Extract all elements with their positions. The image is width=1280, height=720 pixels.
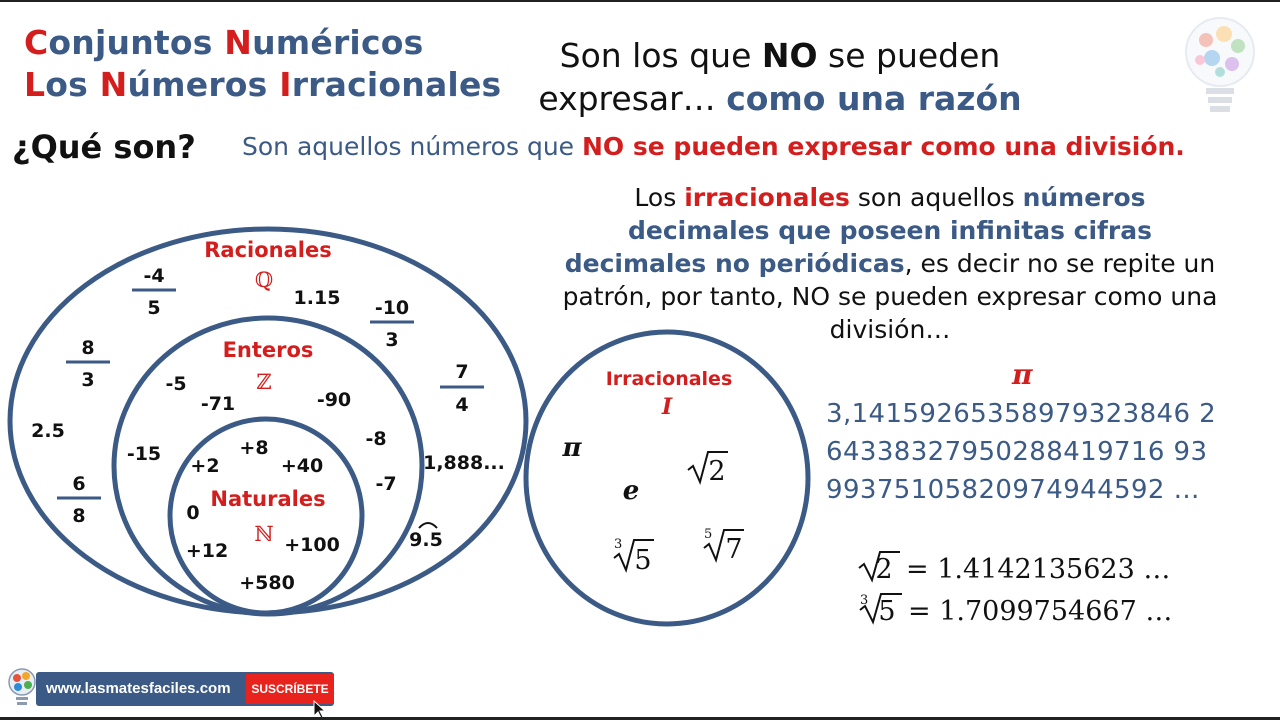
fraction-neg4-5: -4 5 [132,265,176,319]
fraction-neg10-3: -10 3 [370,297,414,351]
irracionales-label: Irracionales [606,368,733,390]
fraction-numerator: 6 [72,473,85,495]
radical-sign [613,539,654,574]
radicand: 2 [708,456,725,487]
top-border [0,0,1280,2]
enteros-symbol: ℤ [256,370,271,394]
subscribe-button[interactable]: SUSCRÍBETE [246,674,334,704]
sqrt-2-expression: 2 [687,451,728,487]
integer-value: -15 [127,443,161,465]
fraction-denominator: 5 [147,297,160,319]
radicand: 5 [634,545,651,576]
repeating-arc [418,522,438,529]
cbrt-5-expression: 3 5 [613,537,654,576]
radical-sign [687,451,728,486]
rational-value: 2.5 [31,420,65,442]
title-line-1: Conjuntos Numéricos [24,23,424,62]
radical-sign [859,593,902,625]
naturales-set [167,416,365,616]
title-line-2: Los Números Irracionales [24,65,502,104]
website-link[interactable]: www.lasmatesfaciles.com [46,680,231,697]
naturales-symbol: ℕ [254,522,273,546]
natural-value: 0 [186,502,199,524]
rational-value: 1.15 [294,287,341,309]
page-title: Conjuntos Numéricos Los Números Irracion… [24,22,501,106]
fraction-denominator: 3 [385,329,398,351]
definition-text: Son aquellos números que NO se pueden ex… [242,132,1185,161]
equation-value: = 1.4142135623 … [906,554,1170,585]
natural-value: +8 [239,437,268,459]
fraction-denominator: 4 [455,394,468,416]
equation-value: = 1.7099754667 … [908,596,1172,627]
explanation-paragraph: Los irracionales son aquellos números de… [562,183,1218,344]
lightbulb-logo-icon [1185,17,1255,112]
bottom-border [0,717,1280,720]
radicand: 5 [878,596,895,627]
pi-digits: 3,14159265358979323846 2 643383279502884… [826,395,1226,509]
sqrt-2-equation: 2 = 1.4142135623 … [858,551,1170,585]
footer-logo-icon [8,668,36,705]
integer-value: -7 [375,473,396,495]
euler-e: e [623,476,640,506]
pi-symbol: π [561,433,582,463]
fifth-root-7-expression: 5 7 [703,527,744,565]
naturales-label: Naturales [210,487,325,511]
irracionales-symbol: I [661,394,673,420]
fraction-denominator: 3 [81,369,94,391]
pi-digits-line: 99375105820974944592 … [826,475,1200,505]
root-index: 3 [860,593,868,608]
integer-value: -5 [165,373,186,395]
fraction-8-3: 8 3 [66,337,110,391]
radical-sign [858,551,900,583]
fraction-6-8: 6 8 [57,473,101,527]
fraction-denominator: 8 [72,505,85,527]
radicand: 7 [725,534,742,565]
integer-value: -71 [201,393,235,415]
racionales-symbol: ℚ [255,268,273,292]
fraction-7-4: 7 4 [440,361,484,416]
natural-value: +2 [190,455,219,477]
natural-value: +40 [281,455,323,477]
cbrt-5-equation: 3 5 = 1.7099754667 … [859,593,1172,627]
natural-value: +580 [239,572,295,594]
enteros-label: Enteros [223,338,314,362]
radical-sign [703,529,744,564]
fraction-numerator: -4 [143,265,164,287]
irracionales-set [523,329,811,627]
pi-digits-line: 64338327950288419716 93 [826,437,1208,467]
natural-value: +100 [284,534,340,556]
intro-text: Son los que NO se pueden expresar… como … [538,36,1022,118]
rational-value: 1,888... [423,452,505,474]
pi-heading: π [1012,358,1033,391]
question-heading: ¿Qué son? [12,128,196,166]
pi-digits-line: 3,14159265358979323846 2 [826,399,1217,429]
radicand: 2 [875,554,892,585]
natural-value: +12 [186,540,228,562]
racionales-label: Racionales [204,238,331,262]
fraction-numerator: 7 [455,361,468,383]
root-index: 5 [704,527,712,542]
root-index: 3 [614,537,622,552]
fraction-numerator: 8 [81,337,94,359]
integer-value: -8 [365,428,386,450]
enteros-set [111,315,425,617]
rational-value: 9.5 [409,529,443,551]
integer-value: -90 [317,389,351,411]
fraction-numerator: -10 [375,297,409,319]
